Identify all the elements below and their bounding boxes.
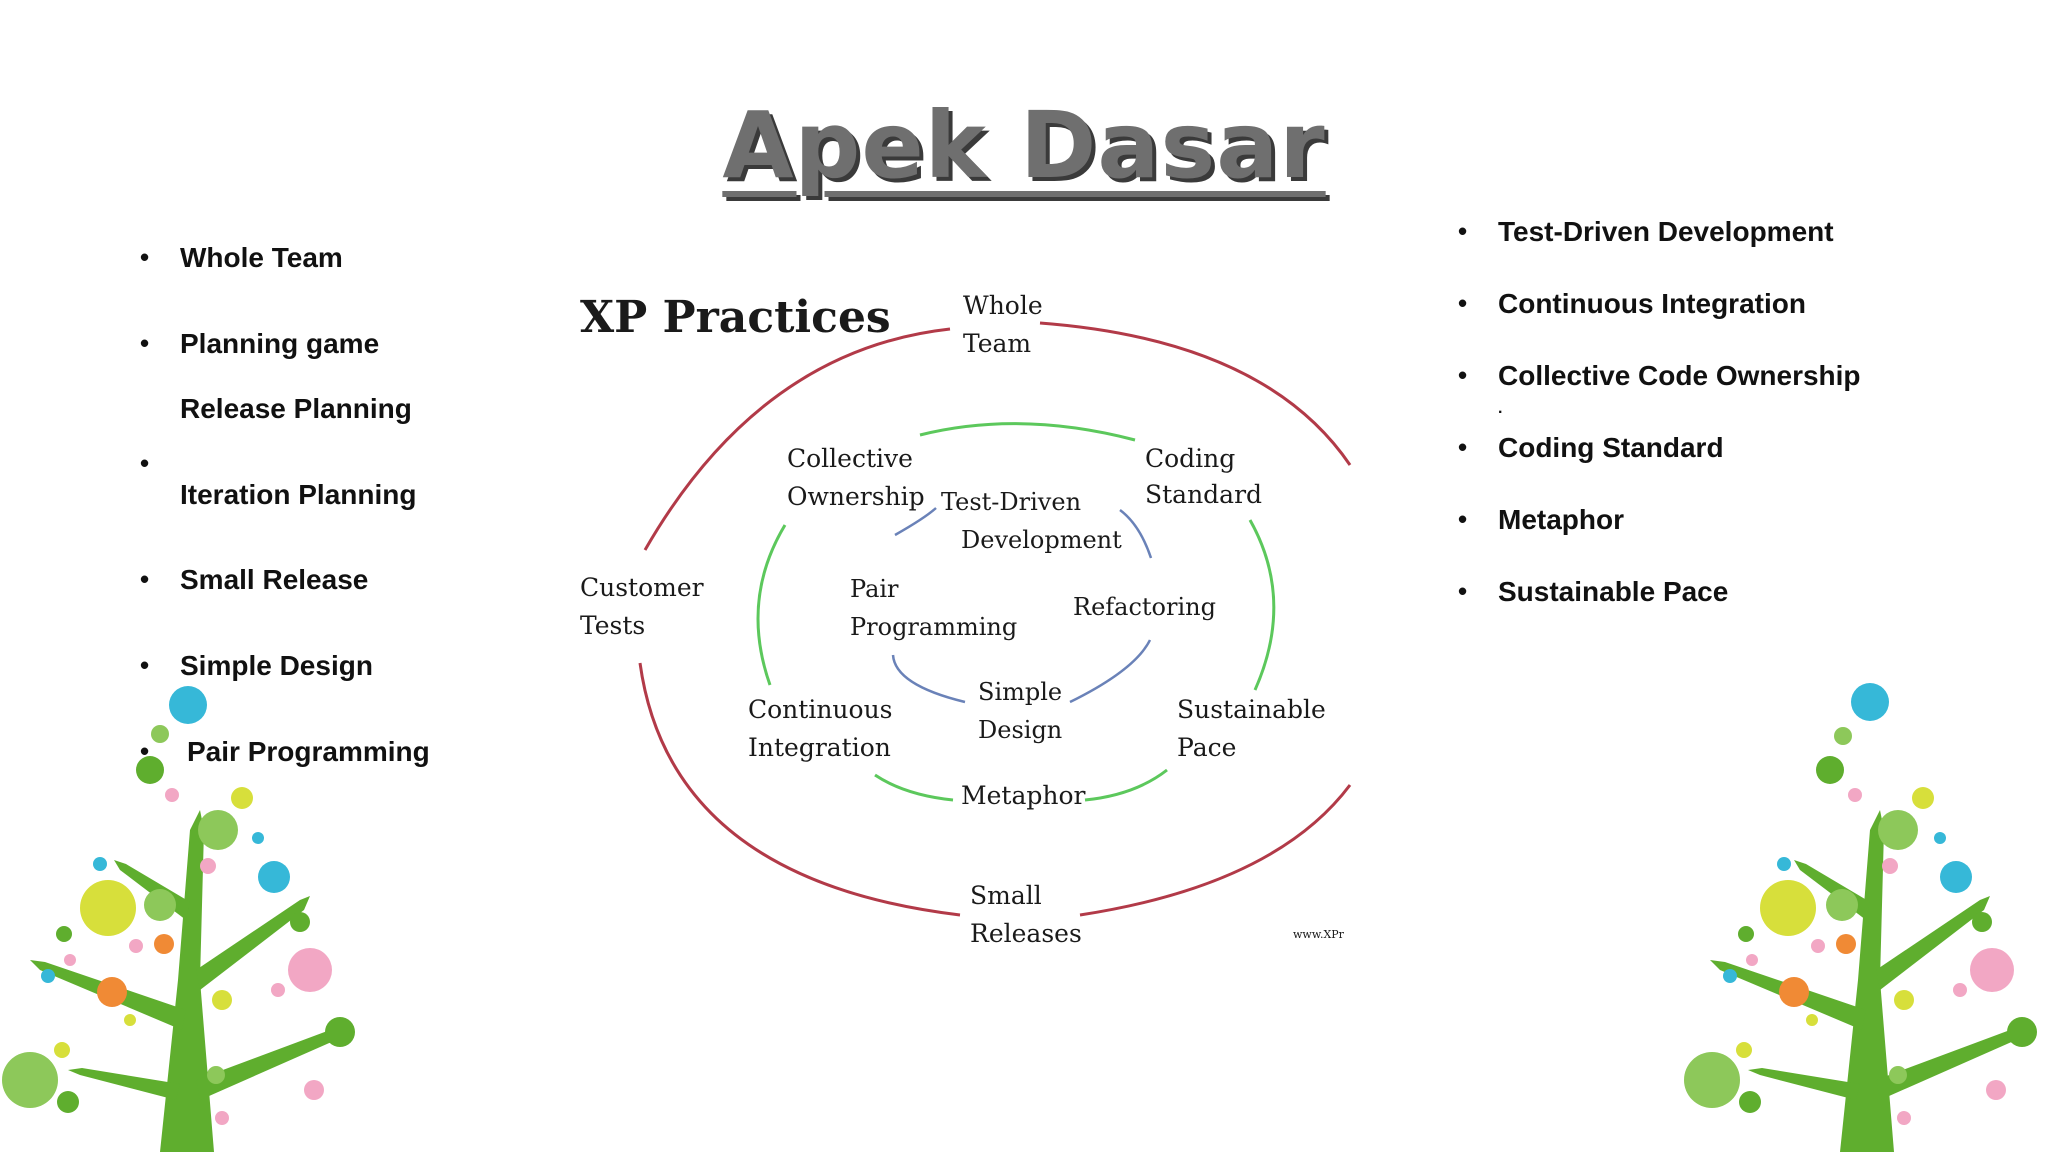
bullet-icon: • [1458, 360, 1468, 390]
development-label: Development [961, 526, 1122, 554]
slide-title: Apek Dasar [722, 92, 1326, 199]
whole-label: Whole [963, 291, 1043, 320]
list-item-label: Small Release [180, 564, 369, 595]
inner-ring-labels: Test-Driven Development Pair Programming… [850, 488, 1216, 744]
bullet-icon: • [1458, 504, 1468, 534]
list-item: • Pair Programming [140, 736, 430, 768]
bullet-icon: • [1458, 576, 1468, 606]
list-item-label: Planning game [180, 328, 380, 359]
list-item: Iteration Planning [180, 479, 416, 511]
bullet-icon: • [140, 650, 150, 680]
diagram-title: XP Practices [580, 292, 891, 343]
list-item-label: Simple Design [180, 650, 373, 681]
list-item-label: Iteration Planning [180, 479, 417, 510]
list-item: • Simple Design [140, 650, 373, 682]
tree-illustration-left [2, 686, 355, 1152]
design-label: Design [978, 716, 1062, 744]
team-label: Team [963, 329, 1031, 358]
list-item-label: Release Planning [180, 393, 412, 424]
bullet-icon: • [140, 448, 150, 478]
list-item-label: Sustainable Pace [1498, 576, 1729, 607]
ownership-label: Ownership [787, 482, 925, 511]
list-item: • Sustainable Pace [1458, 576, 1729, 608]
tests-label: Tests [580, 611, 645, 640]
list-item: • Metaphor [1458, 504, 1624, 536]
tree-dots [2, 686, 355, 1125]
right-bullet-list: • Test-Driven Development • Continuous Int… [1458, 216, 1978, 616]
bullet-icon: • [140, 736, 150, 766]
tree-dots [1684, 683, 2037, 1125]
bullet-icon: • [140, 328, 150, 358]
list-item: • Continuous Integration [1458, 288, 1806, 320]
list-item: Release Planning [180, 393, 412, 425]
list-item-label: Collective Code Ownership [1498, 360, 1861, 391]
coding-label: Coding [1145, 444, 1235, 473]
outer-ring-labels: Whole Team Customer Tests Small Releases [580, 291, 1082, 948]
programming-label: Programming [850, 613, 1017, 641]
list-item-label: Whole Team [180, 242, 343, 273]
list-item: • Whole Team [140, 242, 343, 274]
tree-illustration-right [1684, 683, 2037, 1152]
diagram-watermark: www.XPr [1293, 928, 1345, 941]
list-item: • Collective Code Ownership [1458, 360, 1861, 392]
bullet-icon: • [140, 564, 150, 594]
list-item-label: Continuous Integration [1498, 288, 1806, 319]
pace-label: Pace [1177, 733, 1236, 762]
bullet-icon: • [140, 242, 150, 272]
standard-label: Standard [1145, 480, 1262, 509]
small-label: Small [970, 881, 1042, 910]
metaphor-label: Metaphor [961, 781, 1086, 810]
bullet-icon: • [1458, 216, 1468, 246]
test-driven-label: Test-Driven [941, 488, 1081, 516]
customer-label: Customer [580, 573, 704, 602]
list-item: • Coding Standard [1458, 432, 1724, 464]
list-item-label: Coding Standard [1498, 432, 1724, 463]
list-item-label: Pair Programming [187, 736, 430, 767]
outer-ring [638, 321, 1352, 917]
middle-ring-labels: Collective Ownership Coding Standard Con… [748, 444, 1326, 810]
integration-label: Integration [748, 733, 891, 762]
stray-mark: . [1498, 400, 1503, 417]
left-bullet-list: • Whole Team • Planning game Release Plann… [140, 242, 520, 782]
simple-label: Simple [978, 678, 1062, 706]
list-item: • Test-Driven Development [1458, 216, 1834, 248]
bullet-icon: • [1458, 288, 1468, 318]
xp-practices-diagram: XP Practices Whole Team Customer Tests S… [580, 291, 1352, 948]
list-item: • Planning game [140, 328, 380, 360]
list-item-label: Metaphor [1498, 504, 1624, 535]
list-item: • Small Release [140, 564, 369, 596]
middle-ring [756, 422, 1276, 802]
releases-label: Releases [970, 919, 1082, 948]
inner-ring [891, 507, 1153, 704]
list-item-label: Test-Driven Development [1498, 216, 1834, 247]
refactoring-label: Refactoring [1073, 593, 1216, 621]
bullet-icon: • [1458, 432, 1468, 462]
continuous-label: Continuous [748, 695, 893, 724]
collective-label: Collective [787, 444, 913, 473]
sustainable-label: Sustainable [1177, 695, 1326, 724]
pair-label: Pair [850, 575, 899, 603]
